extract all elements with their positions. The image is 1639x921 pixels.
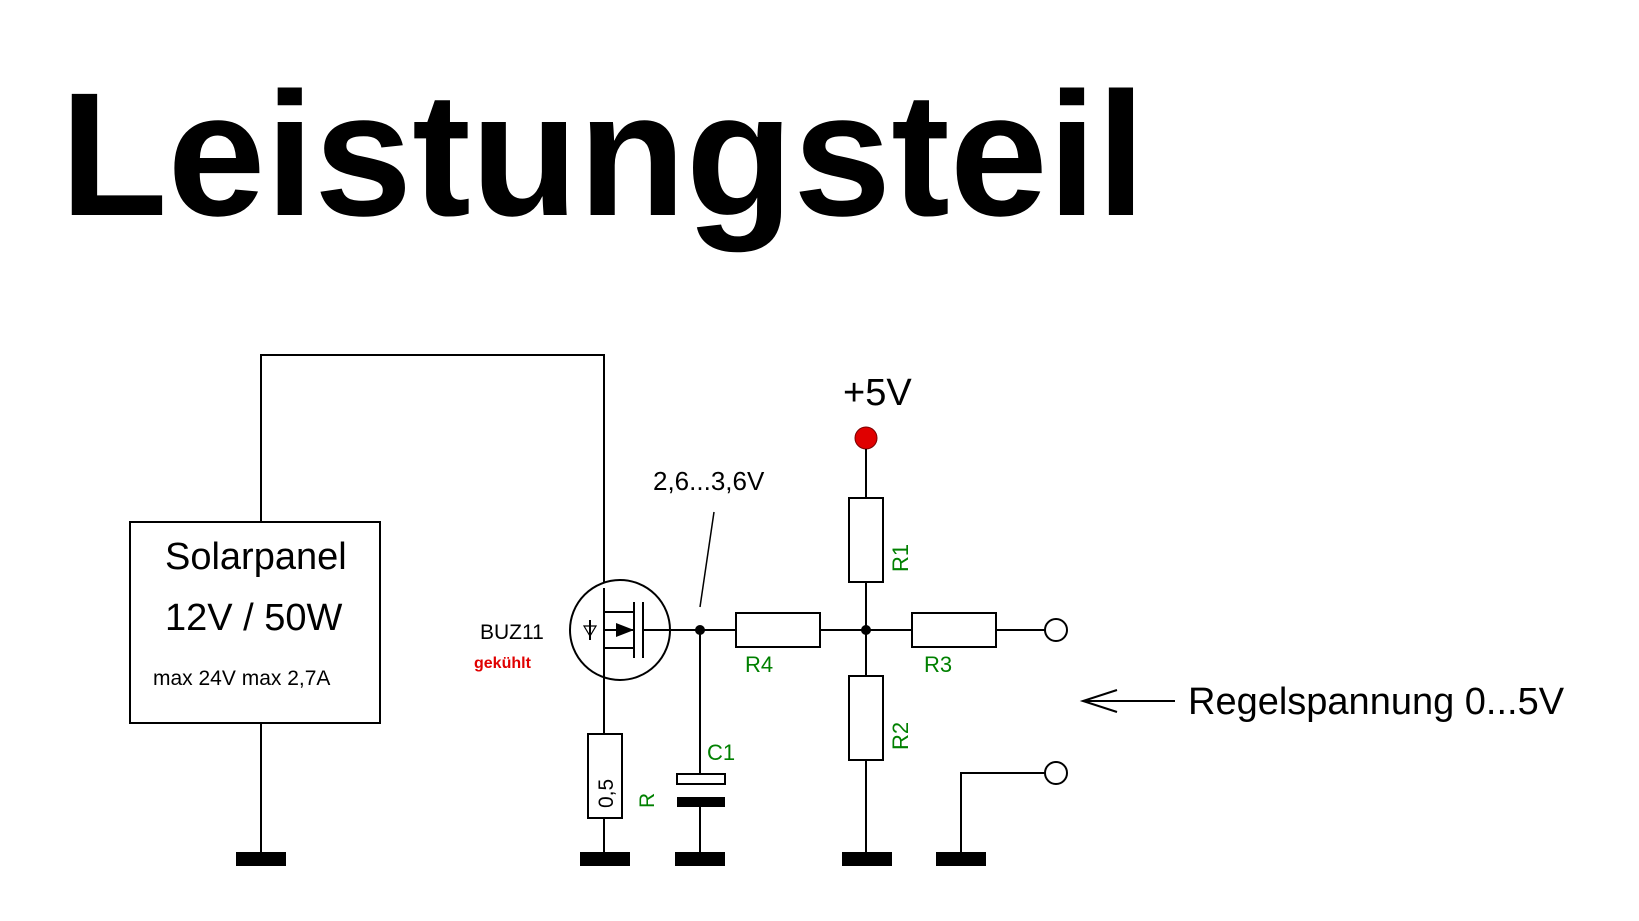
control-ground-wire bbox=[960, 772, 1045, 856]
ground-symbol bbox=[236, 852, 286, 866]
source-resistor bbox=[587, 733, 623, 819]
ground-symbol bbox=[842, 852, 892, 866]
ground-symbol bbox=[675, 852, 725, 866]
ground-symbol bbox=[936, 852, 986, 866]
source-resistor-value: 0,5 bbox=[595, 779, 618, 808]
mosfet-type-label: BUZ11 bbox=[480, 621, 544, 644]
source-resistor-label: R bbox=[636, 793, 659, 808]
resistor-r3-label: R3 bbox=[924, 652, 952, 677]
capacitor-plate bbox=[676, 773, 726, 785]
capacitor-label: C1 bbox=[707, 740, 735, 765]
panel-positive-wire bbox=[260, 354, 605, 588]
control-terminal bbox=[1044, 761, 1068, 785]
capacitor-plate bbox=[677, 797, 725, 807]
solar-panel-box bbox=[129, 521, 381, 724]
gate-voltage-label: 2,6...3,6V bbox=[653, 466, 765, 496]
resistor-r1 bbox=[848, 497, 884, 583]
solar-panel-name: Solarpanel bbox=[165, 536, 347, 578]
supply-voltage-label: +5V bbox=[843, 372, 912, 414]
resistor-r4 bbox=[735, 612, 821, 648]
resistor-r2 bbox=[848, 675, 884, 761]
page-title: Leistungsteil bbox=[60, 57, 1145, 253]
control-terminal bbox=[1044, 618, 1068, 642]
resistor-r3 bbox=[911, 612, 997, 648]
ground-symbol bbox=[580, 852, 630, 866]
resistor-r1-label: R1 bbox=[888, 544, 913, 572]
solar-panel-max: max 24V max 2,7A bbox=[153, 667, 330, 690]
mosfet-symbol bbox=[569, 579, 700, 733]
gate-voltage-pointer bbox=[699, 511, 715, 608]
resistor-r4-label: R4 bbox=[745, 652, 773, 677]
solar-panel-rating: 12V / 50W bbox=[165, 597, 343, 639]
control-voltage-label: Regelspannung 0...5V bbox=[1188, 681, 1565, 723]
resistor-r2-label: R2 bbox=[888, 722, 913, 750]
supply-terminal bbox=[854, 426, 878, 450]
arrow-left-icon bbox=[1079, 689, 1175, 713]
cooling-note: gekühlt bbox=[474, 655, 532, 672]
